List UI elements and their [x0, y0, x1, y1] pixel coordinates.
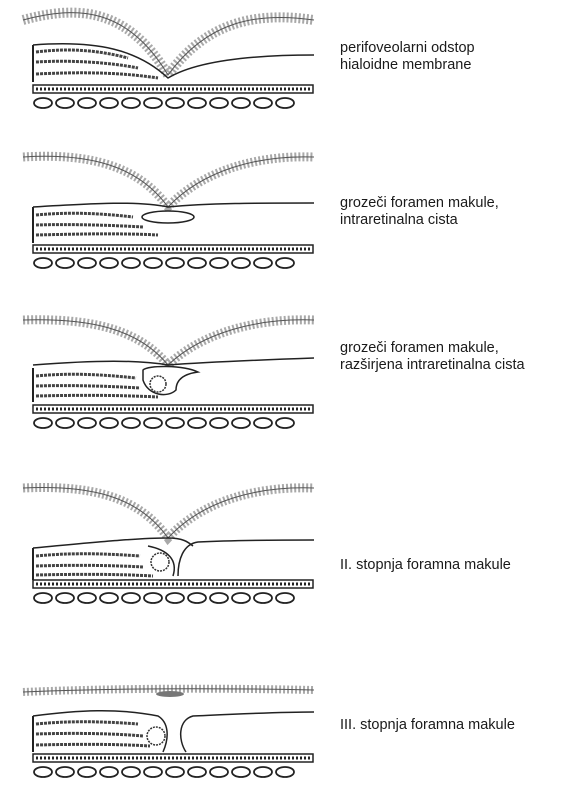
stage-5-panel: III. stopnja foramna makule: [0, 650, 583, 800]
stage-2-panel: grozeči foramen makule, intraretinalna c…: [0, 145, 583, 295]
stage-5-drawing: [18, 650, 318, 790]
stage-4-caption: II. stopnja foramna makule: [340, 557, 511, 574]
stage-2-drawing: [18, 145, 318, 285]
stage-1-panel: perifoveolarni odstop hialoidne membrane: [0, 0, 583, 150]
stage-4-drawing: [18, 480, 318, 620]
stage-3-drawing: [18, 310, 318, 450]
stage-5-caption: III. stopnja foramna makule: [340, 717, 515, 734]
stage-3-panel: grozeči foramen makule, razširjena intra…: [0, 310, 583, 460]
stage-2-caption: grozeči foramen makule, intraretinalna c…: [340, 195, 499, 229]
stage-1-drawing: [18, 0, 318, 140]
stage-4-panel: II. stopnja foramna makule: [0, 480, 583, 630]
stage-1-caption: perifoveolarni odstop hialoidne membrane: [340, 40, 475, 74]
stage-3-caption: grozeči foramen makule, razširjena intra…: [340, 340, 525, 374]
